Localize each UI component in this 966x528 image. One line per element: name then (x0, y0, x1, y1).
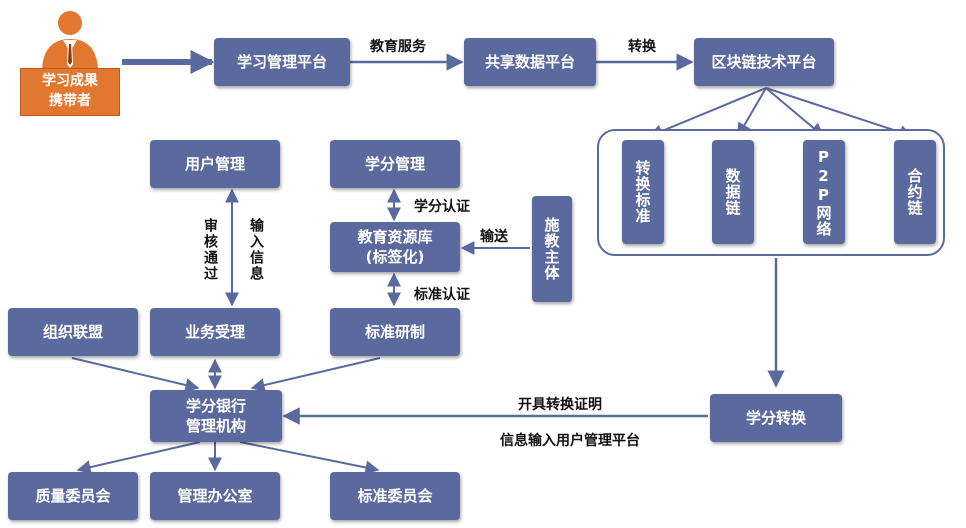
shared-data-platform: 共享数据平台 (464, 38, 596, 86)
edu-resource-library: 教育资源库 (标签化) (330, 222, 460, 272)
edu-resource-line2: (标签化) (365, 248, 425, 266)
convert-label: 转换 (628, 39, 656, 55)
business-acceptance: 业务受理 (150, 308, 280, 356)
blockchain-tech-platform: 区块链技术平台 (694, 38, 834, 86)
carrier-label-line2: 携带者 (49, 93, 91, 109)
quality-committee: 质量委员会 (8, 472, 138, 520)
learning-outcome-carrier: 学习成果携带者 (20, 68, 120, 116)
deliver-label: 输送 (480, 229, 508, 245)
review-passed-label: 审核通过 (202, 218, 218, 282)
arrow-blockchain-to-datachain (737, 87, 767, 138)
org-alliance: 组织联盟 (8, 308, 138, 356)
arrow-blockchain-to-p2p (765, 87, 825, 137)
arrow-blockchain-to-standard (648, 87, 767, 138)
arrow-blockchain-to-contract (765, 87, 914, 139)
learning-management-platform: 学习管理平台 (214, 38, 350, 86)
carrier-label-line1: 学习成果 (42, 73, 98, 90)
credit-conversion: 学分转换 (710, 394, 842, 442)
edu-resource-line1: 教育资源库 (357, 227, 433, 246)
standard-development: 标准研制 (330, 308, 460, 356)
user-management: 用户管理 (150, 140, 280, 188)
standard-committee: 标准委员会 (330, 472, 460, 520)
credit-bank-authority: 学分银行管理机构 (150, 390, 282, 442)
bank-line2: 管理机构 (185, 417, 246, 435)
arrow-bank-to-stdcomm (239, 441, 380, 475)
issue-cert-label: 开具转换证明 (518, 397, 602, 413)
teaching-body: 施教主体 (532, 196, 572, 302)
p2p-network-node: P2P网络 (803, 140, 845, 244)
arrow-alliance-to-bank (71, 357, 200, 392)
arrow-std-to-bank (250, 357, 381, 392)
input-info-label: 输入信息 (248, 218, 264, 282)
data-chain-node: 数据链 (712, 140, 754, 244)
management-office: 管理办公室 (150, 472, 280, 520)
contract-chain-node: 合约链 (894, 140, 936, 244)
credit-management: 学分管理 (330, 140, 460, 188)
std-cert-label: 标准认证 (414, 287, 470, 303)
info-input-label: 信息输入用户管理平台 (500, 433, 640, 449)
edu-service-label: 教育服务 (370, 39, 426, 55)
person-icon (42, 11, 98, 72)
credit-cert-label: 学分认证 (414, 199, 470, 215)
arrow-bank-to-quality (76, 441, 201, 475)
bank-line1: 学分银行 (185, 396, 246, 415)
conversion-standard-node: 转换标准 (622, 140, 664, 244)
